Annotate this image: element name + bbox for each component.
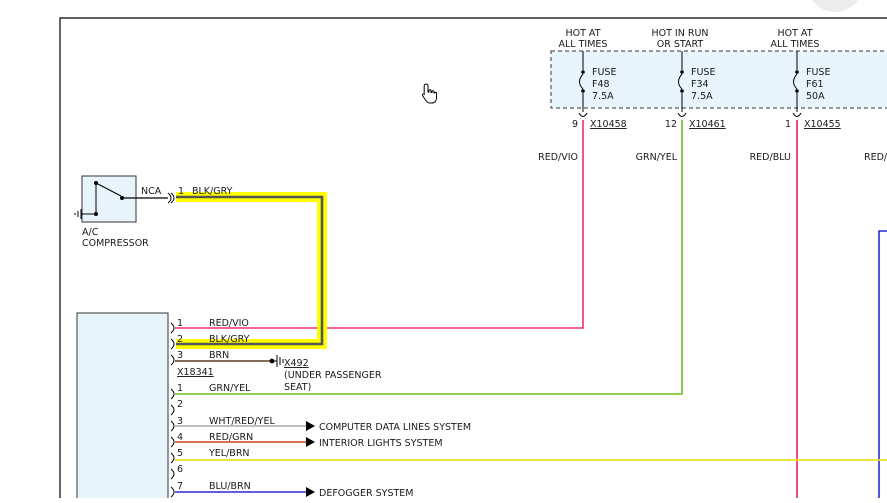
ground-label-3: SEAT)	[284, 382, 311, 393]
wire-blk-gry-highlight	[176, 192, 327, 349]
dest-interior-lights[interactable]: INTERIOR LIGHTS SYSTEM	[319, 438, 443, 449]
connector-cup	[170, 436, 175, 448]
conn-a-wire-2: BLK/GRY	[209, 334, 250, 345]
ground-icon	[269, 355, 284, 367]
fuse-1-label-3: 7.5A	[592, 91, 614, 102]
supply-3-pin: 1	[785, 119, 791, 130]
connector-cup	[170, 192, 175, 204]
connector-cup	[170, 486, 175, 498]
connector-cup	[170, 420, 175, 432]
conn-b-pin-7: 7	[177, 481, 183, 492]
supply-2-wire-label: GRN/YEL	[636, 152, 678, 163]
connector-cup	[170, 468, 175, 480]
dest-defogger[interactable]: DEFOGGER SYSTEM	[319, 488, 413, 499]
supply-2-hot-line-1: HOT IN RUN	[651, 28, 708, 39]
conn-b-pin-6: 6	[177, 464, 183, 475]
conn-b-pin-5: 5	[177, 448, 183, 459]
connector-cup	[677, 112, 687, 117]
conn-a-name[interactable]: X18341	[177, 367, 214, 378]
conn-b-pin-3: 3	[177, 416, 183, 427]
conn-a-pin-1: 1	[177, 318, 183, 329]
connector-cup	[170, 338, 175, 350]
connector-cup	[170, 322, 175, 334]
conn-a-pin-3: 3	[177, 350, 183, 361]
connector-cup	[578, 112, 588, 117]
partial-wire-label: RED/	[864, 152, 887, 163]
supply-1-pin: 9	[572, 119, 578, 130]
supply-3-hot-line-2: ALL TIMES	[771, 39, 820, 50]
fuse-2-label-2: F34	[691, 79, 709, 90]
supply-2-hot-line-2: OR START	[657, 39, 704, 50]
conn-b-pin-4: 4	[177, 432, 183, 443]
conn-b-pin-2: 2	[177, 399, 183, 410]
diagram-frame	[59, 17, 887, 498]
fuse-2-label-1: FUSE	[691, 67, 715, 78]
ac-compressor-label-1: A/C	[82, 227, 99, 238]
control-module-box[interactable]	[76, 312, 169, 503]
arrow-right-icon[interactable]	[306, 421, 315, 431]
supply-1-wire-label: RED/VIO	[538, 152, 578, 163]
conn-b-wire-1: GRN/YEL	[209, 383, 251, 394]
connector-cup	[167, 192, 172, 204]
connector-cup	[170, 452, 175, 464]
conn-b-wire-3: WHT/RED/YEL	[209, 416, 275, 427]
supply-1-hot-line-2: ALL TIMES	[559, 39, 608, 50]
corner-tab	[812, 0, 858, 12]
wire-red-vio[interactable]	[175, 120, 584, 329]
wire-grn-yel[interactable]	[175, 120, 683, 395]
supply-3-connector[interactable]: X10455	[804, 119, 841, 130]
wire-blu-right[interactable]	[878, 230, 887, 498]
arrow-right-icon[interactable]	[306, 437, 315, 447]
ground-icon	[74, 209, 96, 219]
wire-blk-gry[interactable]	[176, 195, 324, 346]
ac-compressor-switch-box[interactable]	[81, 175, 137, 223]
fuse-2-label-3: 7.5A	[691, 91, 713, 102]
conn-b-pin-1: 1	[177, 383, 183, 394]
connector-cup	[170, 388, 175, 400]
fuse-icon[interactable]	[678, 51, 684, 112]
ac-wire-label: BLK/GRY	[192, 186, 233, 197]
connector-cup	[792, 112, 802, 117]
hand-cursor-icon	[421, 83, 437, 104]
ac-pin: 1	[178, 186, 184, 197]
fuse-icon[interactable]	[793, 51, 799, 112]
connector-cup	[170, 404, 175, 416]
conn-b-wire-7: BLU/BRN	[209, 481, 251, 492]
fuse-icon[interactable]	[579, 51, 585, 112]
conn-b-wire-4: RED/GRN	[209, 432, 253, 443]
conn-a-wire-3: BRN	[209, 350, 229, 361]
supply-3-hot-line-1: HOT AT	[777, 28, 812, 39]
supply-2-connector[interactable]: X10461	[689, 119, 726, 130]
fuse-1-label-1: FUSE	[592, 67, 616, 78]
supply-3-wire-label: RED/BLU	[750, 152, 791, 163]
fuse-3-label-3: 50A	[806, 91, 825, 102]
ground-label-1[interactable]: X492	[284, 358, 309, 369]
fuse-3-label-1: FUSE	[806, 67, 830, 78]
fuse-3-label-2: F61	[806, 79, 824, 90]
supply-2-pin: 12	[665, 119, 677, 130]
ground-label-2: (UNDER PASSENGER	[284, 370, 382, 381]
conn-a-pin-2: 2	[177, 334, 183, 345]
supply-1-connector[interactable]: X10458	[590, 119, 627, 130]
switch-icon	[94, 181, 168, 216]
conn-a-wire-1: RED/VIO	[209, 318, 249, 329]
arrow-right-icon[interactable]	[306, 487, 315, 497]
dest-computer-data-lines[interactable]: COMPUTER DATA LINES SYSTEM	[319, 422, 471, 433]
ac-connector-label: NCA	[141, 186, 162, 197]
ac-compressor-label-2: COMPRESSOR	[82, 238, 149, 249]
fuse-box	[550, 50, 887, 109]
supply-1-hot-line-1: HOT AT	[565, 28, 600, 39]
fuse-1-label-2: F48	[592, 79, 610, 90]
connector-cup	[170, 354, 175, 366]
conn-b-wire-5: YEL/BRN	[208, 448, 250, 459]
